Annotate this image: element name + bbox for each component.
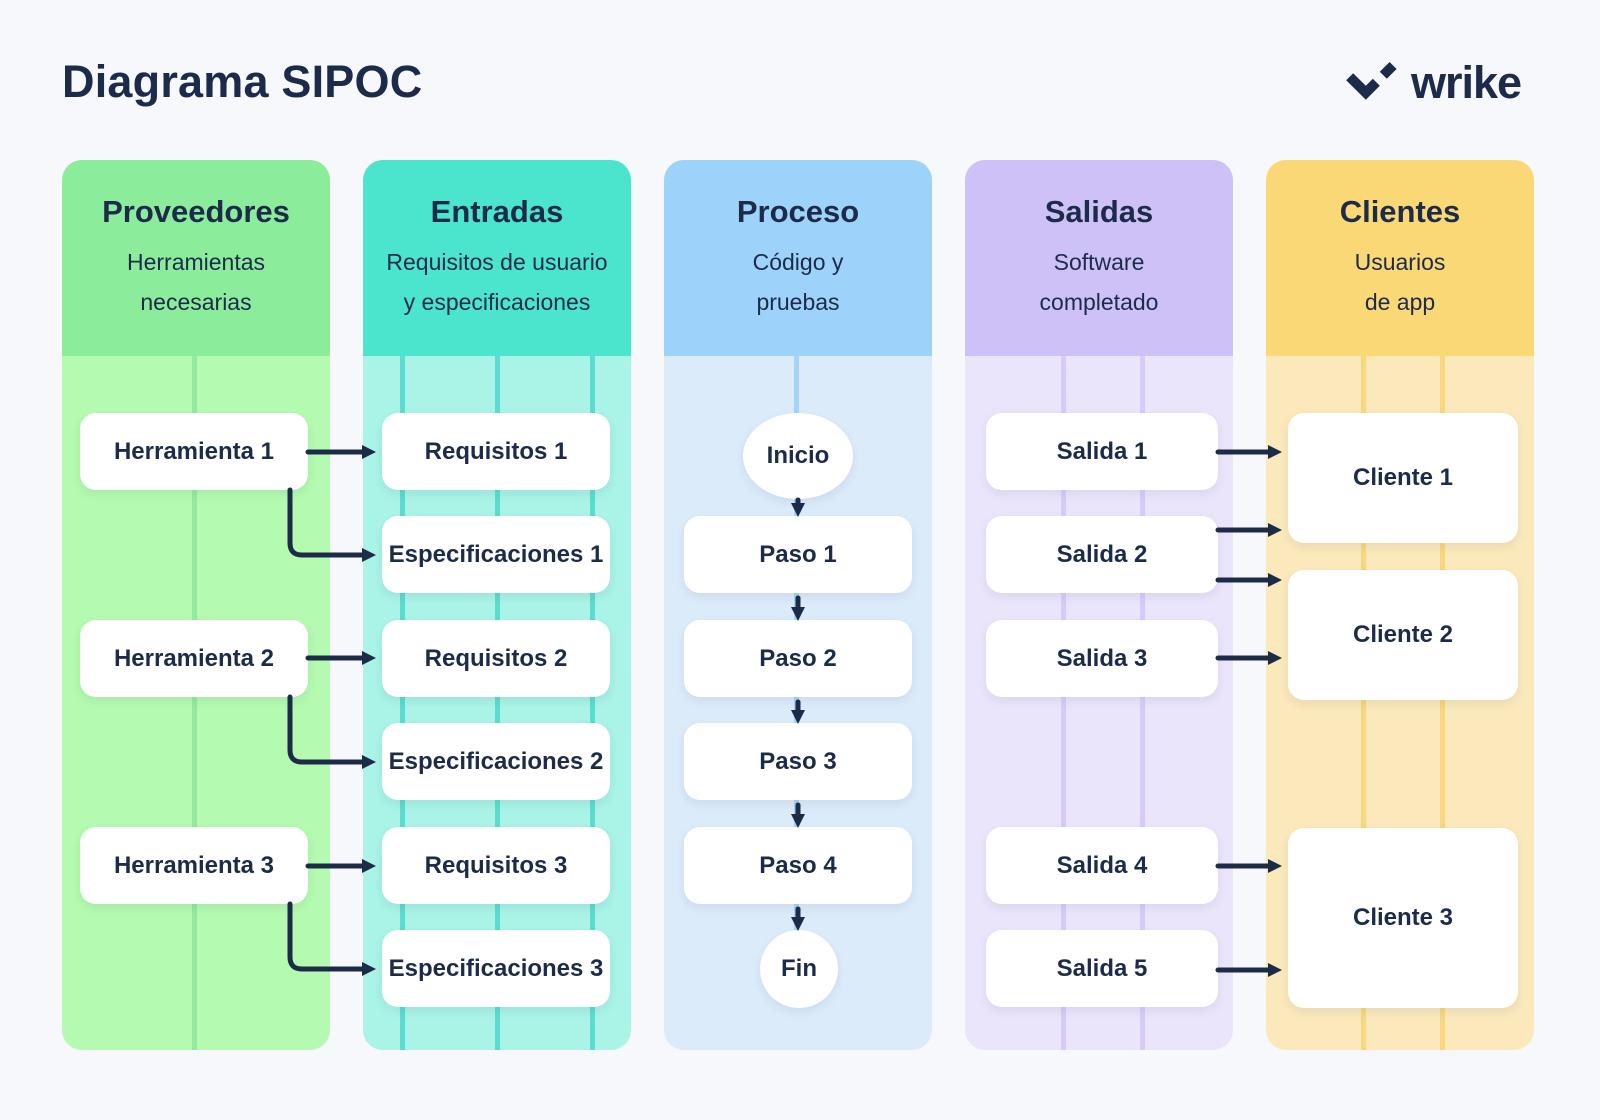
column-divider [1061,356,1066,1050]
node-requisitos-2: Requisitos 2 [382,620,610,697]
column-divider [495,356,500,1050]
column-divider [1361,356,1366,1050]
column-clientes: Clientes Usuarios de app Cliente 1 Clien… [1266,160,1534,1050]
column-title: Clientes [1339,194,1461,229]
column-title: Entradas [430,194,564,229]
node-inicio: Inicio [743,413,853,499]
node-fin: Fin [760,930,838,1008]
column-title: Proveedores [102,194,290,229]
column-divider [1140,356,1145,1050]
column-subtitle: Software completado [1039,249,1159,315]
column-title: Proceso [736,194,860,229]
node-salida-1: Salida 1 [986,413,1218,490]
column-proveedores-header: Proveedores Herramientas necesarias [62,160,330,356]
column-divider [590,356,595,1050]
node-cliente-1: Cliente 1 [1288,413,1518,543]
column-title: Salidas [1044,194,1154,229]
node-herramienta-2: Herramienta 2 [80,620,308,697]
column-salidas-header: Salidas Software completado [965,160,1233,356]
node-salida-4: Salida 4 [986,827,1218,904]
node-cliente-2: Cliente 2 [1288,570,1518,700]
wrike-logo-text: wrike [1411,57,1522,108]
column-subtitle: Usuarios de app [1354,249,1446,315]
node-especificaciones-1: Especificaciones 1 [382,516,610,593]
column-entradas-header: Entradas Requisitos de usuario y especif… [363,160,631,356]
node-herramienta-3: Herramienta 3 [80,827,308,904]
node-paso-4: Paso 4 [684,827,912,904]
column-proceso-header: Proceso Código y pruebas [664,160,932,356]
node-herramienta-1: Herramienta 1 [80,413,308,490]
column-salidas: Salidas Software completado Salida 1 Sal… [965,160,1233,1050]
node-salida-2: Salida 2 [986,516,1218,593]
wrike-checkmark-icon [1346,62,1397,100]
node-salida-3: Salida 3 [986,620,1218,697]
node-requisitos-1: Requisitos 1 [382,413,610,490]
column-proceso: Proceso Código y pruebas Inicio Paso 1 P… [664,160,932,1050]
node-paso-1: Paso 1 [684,516,912,593]
node-paso-2: Paso 2 [684,620,912,697]
column-entradas: Entradas Requisitos de usuario y especif… [363,160,631,1050]
node-salida-5: Salida 5 [986,930,1218,1007]
node-especificaciones-3: Especificaciones 3 [382,930,610,1007]
column-divider [1440,356,1445,1050]
column-divider [192,356,197,1050]
node-cliente-3: Cliente 3 [1288,828,1518,1008]
column-divider [400,356,405,1050]
column-proveedores: Proveedores Herramientas necesarias Herr… [62,160,330,1050]
column-subtitle: Código y pruebas [752,249,844,315]
node-requisitos-3: Requisitos 3 [382,827,610,904]
column-subtitle: Requisitos de usuario y especificaciones [386,249,608,315]
column-subtitle: Herramientas necesarias [126,249,266,315]
page-title: Diagrama SIPOC [62,56,423,107]
node-paso-3: Paso 3 [684,723,912,800]
node-especificaciones-2: Especificaciones 2 [382,723,610,800]
column-clientes-header: Clientes Usuarios de app [1266,160,1534,356]
wrike-logo: wrike [1338,57,1522,108]
